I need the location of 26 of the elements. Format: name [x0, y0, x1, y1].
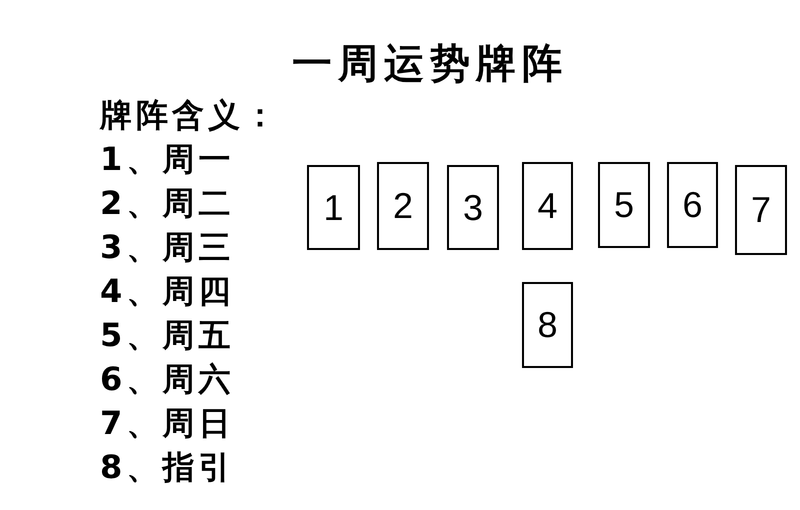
card-number: 8: [537, 304, 558, 346]
legend-item: 1、周一: [100, 139, 234, 180]
card-number: 3: [462, 186, 484, 228]
legend-item: 8、指引: [100, 447, 234, 488]
card-slot: [377, 162, 429, 250]
title: 一周运势牌阵: [291, 40, 569, 89]
legend-item: 7、周日: [100, 403, 234, 444]
card-number: 6: [682, 184, 703, 226]
legend-item: 2、周二: [100, 183, 234, 224]
card-slot: [522, 282, 573, 368]
legend-item: 4、周四: [100, 271, 234, 312]
card-slot: [667, 162, 718, 248]
card-number: 7: [750, 189, 772, 231]
card-number: 2: [392, 185, 414, 227]
card-slot: [735, 165, 787, 255]
legend-heading: 牌阵含义：: [100, 95, 280, 136]
card-slot: [522, 162, 573, 250]
card-slot: [307, 165, 360, 250]
card-number: 1: [323, 186, 344, 228]
legend-item: 5、周五: [100, 315, 234, 356]
card-number: 4: [537, 185, 558, 227]
legend-item: 6、周六: [100, 359, 234, 400]
card-number: 5: [614, 184, 634, 226]
card-slot: [447, 165, 499, 250]
legend-item: 3、周三: [100, 227, 234, 268]
card-slot: [598, 162, 650, 248]
